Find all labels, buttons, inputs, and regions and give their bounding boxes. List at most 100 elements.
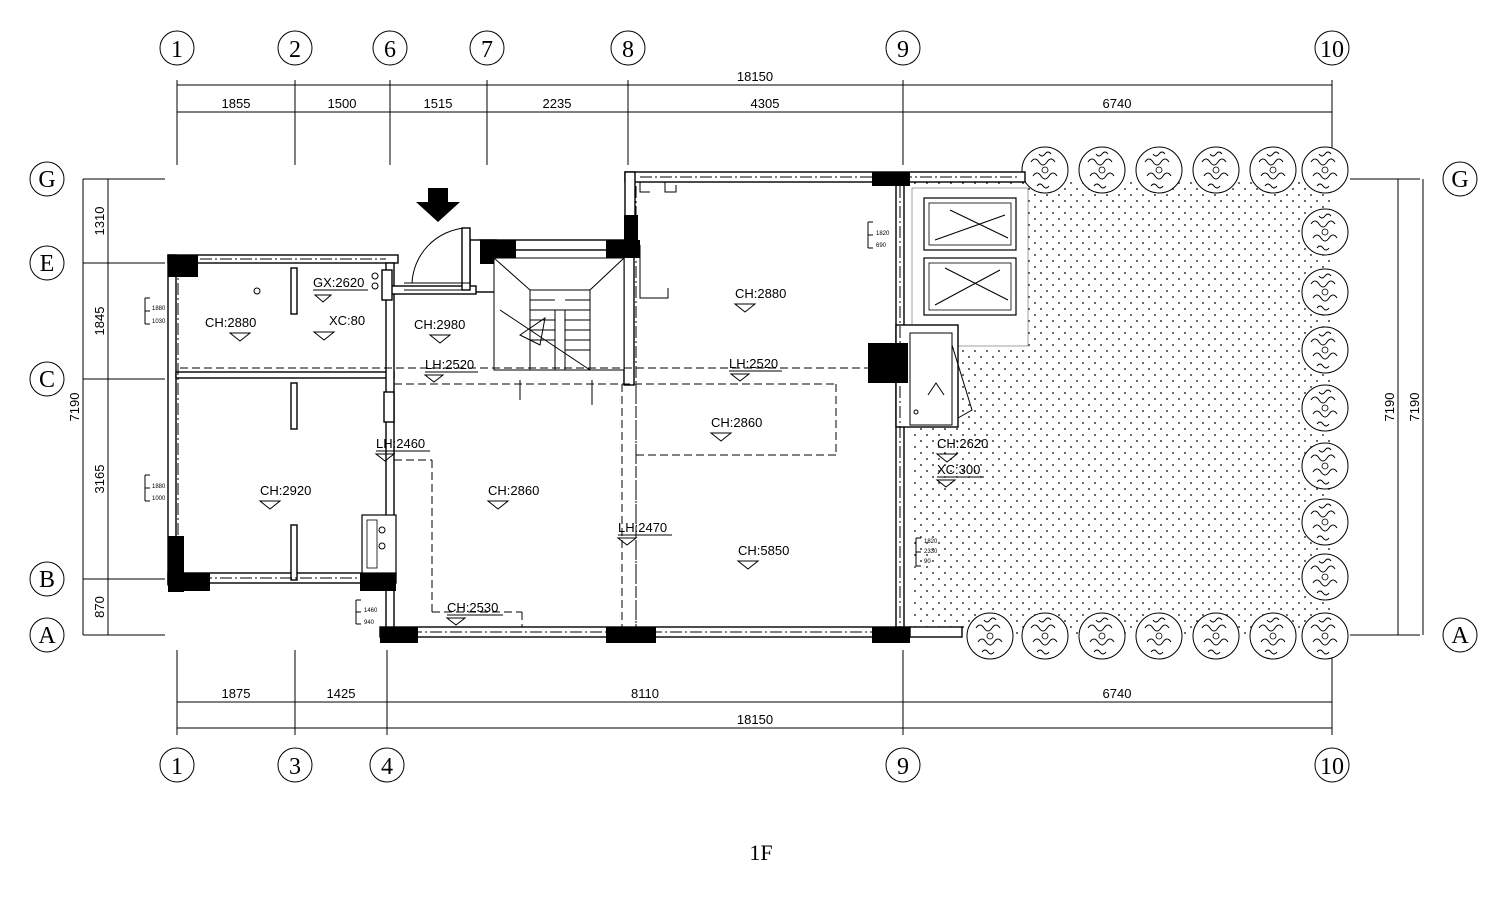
svg-text:1000: 1000 — [152, 496, 166, 502]
svg-text:A: A — [38, 623, 56, 649]
svg-text:1500: 1500 — [328, 96, 357, 111]
svg-text:G: G — [1451, 167, 1468, 193]
axis-bubble: 1 — [159, 747, 195, 783]
ceiling-height-label: CH:2880 — [205, 315, 256, 342]
entrance-arrow-icon — [416, 188, 460, 222]
svg-text:LH:2520: LH:2520 — [729, 356, 778, 371]
svg-text:2: 2 — [289, 37, 301, 63]
entrance-door — [404, 227, 471, 291]
svg-text:CH:2980: CH:2980 — [414, 317, 465, 332]
ceiling-height-label: XC:300 — [935, 462, 984, 488]
svg-text:6: 6 — [384, 37, 396, 63]
ceiling-height-label: LH:2470 — [616, 520, 672, 546]
window-tag: 1820 690 — [867, 221, 890, 249]
axis-bubble: 2 — [277, 30, 313, 66]
garden-area — [910, 179, 1330, 635]
svg-text:8: 8 — [622, 37, 634, 63]
svg-text:G: G — [38, 167, 55, 193]
ceiling-height-label: LH:2520 — [729, 356, 782, 382]
svg-text:C: C — [39, 367, 55, 393]
axis-bubble: C — [29, 361, 65, 397]
svg-text:1030: 1030 — [152, 319, 166, 325]
svg-text:CH:2530: CH:2530 — [447, 600, 498, 615]
axis-bubble: 6 — [372, 30, 408, 66]
svg-text:B: B — [39, 567, 55, 593]
svg-text:940: 940 — [364, 620, 375, 626]
axis-bubble: A — [1442, 617, 1478, 653]
svg-text:6740: 6740 — [1103, 686, 1132, 701]
ceiling-height-label: CH:2920 — [258, 483, 311, 510]
axis-bubble: 8 — [610, 30, 646, 66]
svg-text:XC:300: XC:300 — [937, 462, 980, 477]
svg-text:10: 10 — [1320, 37, 1344, 63]
ceiling-height-label: CH:2880 — [733, 286, 786, 313]
svg-text:4: 4 — [381, 754, 393, 780]
svg-text:1310: 1310 — [92, 207, 107, 236]
axis-bubble: 1 — [159, 30, 195, 66]
svg-text:1460: 1460 — [364, 608, 378, 614]
svg-text:4305: 4305 — [751, 96, 780, 111]
drawing-title: 1F — [749, 840, 772, 865]
dimensions-bottom: 1875 1425 8110 6740 18150 — [177, 686, 1332, 729]
svg-text:CH:2860: CH:2860 — [711, 415, 762, 430]
svg-text:1820: 1820 — [876, 231, 890, 237]
ceiling-height-label: LH:2460 — [374, 436, 430, 462]
svg-text:6740: 6740 — [1103, 96, 1132, 111]
svg-text:90: 90 — [924, 559, 931, 565]
axis-bubble: B — [29, 561, 65, 597]
dimensions-left: 1310 1845 3165 870 7190 — [67, 179, 109, 635]
svg-text:3: 3 — [289, 754, 301, 780]
svg-text:7190: 7190 — [67, 393, 82, 422]
ceiling-height-label: LH:2520 — [423, 357, 478, 383]
svg-text:GX:2620: GX:2620 — [313, 275, 364, 290]
room-labels: CH:2880 GX:2620 XC:80 CH:2980 LH:2520 CH… — [205, 275, 988, 626]
svg-text:1: 1 — [171, 37, 183, 63]
svg-text:7: 7 — [481, 37, 493, 63]
svg-text:7190: 7190 — [1407, 393, 1422, 422]
svg-text:CH:2880: CH:2880 — [205, 315, 256, 330]
axis-bubbles-bottom: 1 3 4 9 10 — [159, 747, 1350, 783]
svg-text:1515: 1515 — [424, 96, 453, 111]
svg-text:9: 9 — [897, 37, 909, 63]
svg-text:LH:2460: LH:2460 — [376, 436, 425, 451]
axis-bubble: 9 — [885, 30, 921, 66]
svg-text:1880: 1880 — [152, 306, 166, 312]
svg-text:1875: 1875 — [222, 686, 251, 701]
svg-text:CH:2620: CH:2620 — [937, 436, 988, 451]
grid-lines — [83, 80, 1420, 735]
window-tags: 1880 1030 1880 1000 1460 940 1820 690 182023… — [144, 221, 938, 626]
ceiling-height-label: CH:2980 — [414, 317, 465, 344]
svg-text:CH:2880: CH:2880 — [735, 286, 786, 301]
svg-text:690: 690 — [876, 243, 887, 249]
dimensions-right: 7190 7190 — [1382, 179, 1424, 635]
svg-text:E: E — [40, 251, 55, 277]
fixtures — [253, 182, 677, 581]
axis-bubble: 7 — [469, 30, 505, 66]
svg-text:1880: 1880 — [152, 484, 166, 490]
axis-bubbles-right: G A — [1442, 161, 1478, 653]
svg-text:18150: 18150 — [737, 69, 773, 84]
svg-text:1845: 1845 — [92, 307, 107, 336]
axis-bubble: G — [29, 161, 65, 197]
axis-bubble: 3 — [277, 747, 313, 783]
svg-text:1855: 1855 — [222, 96, 251, 111]
svg-text:CH:2860: CH:2860 — [488, 483, 539, 498]
skylight-window — [923, 257, 1017, 316]
svg-text:CH:5850: CH:5850 — [738, 543, 789, 558]
svg-text:XC:80: XC:80 — [329, 313, 365, 328]
axis-bubble: 9 — [885, 747, 921, 783]
window-tag: 1460 940 — [355, 599, 378, 626]
staircase — [493, 257, 625, 405]
axis-bubble: G — [1442, 161, 1478, 197]
window-tag: 1880 1030 — [144, 297, 166, 325]
svg-text:870: 870 — [92, 596, 107, 618]
axis-bubble: A — [29, 617, 65, 653]
svg-text:3165: 3165 — [92, 465, 107, 494]
svg-text:9: 9 — [897, 754, 909, 780]
axis-bubble: 10 — [1314, 747, 1350, 783]
ceiling-height-label: CH:2620 — [935, 436, 988, 463]
svg-text:7190: 7190 — [1382, 393, 1397, 422]
svg-text:10: 10 — [1320, 754, 1344, 780]
